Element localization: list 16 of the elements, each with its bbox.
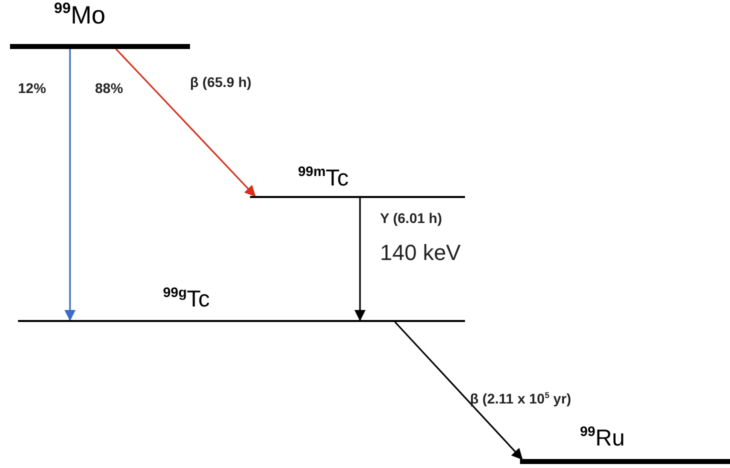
arrow	[354, 198, 366, 322]
arrow	[115, 48, 256, 197]
arrow	[394, 321, 523, 460]
level-label: $^{99}$Ru	[580, 424, 625, 452]
edge-label: Y (6.01 h)	[380, 210, 442, 226]
energy-level-bar	[520, 459, 730, 464]
edge-label: β (65.9 h)	[190, 74, 252, 90]
level-label: $^{99g}$Tc	[163, 285, 210, 313]
arrow	[64, 49, 76, 322]
level-label: $^{99m}$Tc	[298, 164, 349, 192]
edge-label: β (2.11 x 10$^{5}$ yr)	[470, 390, 572, 407]
level-label: $^{99}$Mo	[54, 0, 106, 30]
note: 140 keV	[380, 240, 461, 266]
note: 88%	[95, 80, 124, 96]
note: 12%	[18, 80, 46, 96]
energy-level-bar	[10, 44, 190, 49]
